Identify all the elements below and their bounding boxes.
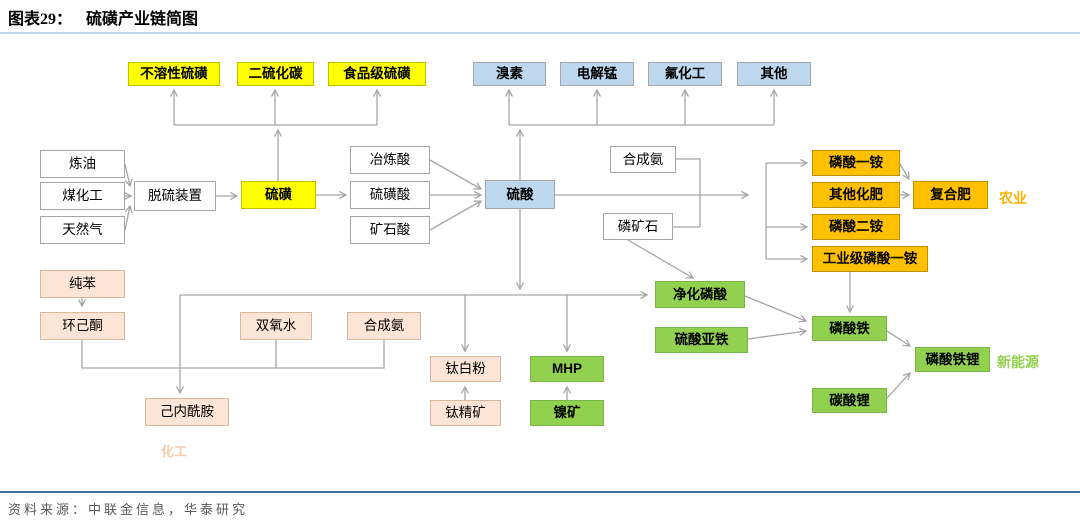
label-agriculture: 农业: [999, 190, 1027, 206]
node-caprolactam: 己内酰胺: [145, 398, 229, 426]
node-carbon-disulfide: 二硫化碳: [237, 62, 314, 86]
node-refining: 炼油: [40, 150, 125, 178]
node-coal-chem: 煤化工: [40, 182, 125, 210]
node-purified-phosphoric-acid: 净化磷酸: [655, 281, 745, 308]
node-industrial-map: 工业级磷酸一铵: [812, 246, 928, 272]
node-insoluble-sulfur: 不溶性硫磺: [128, 62, 220, 86]
label-chemical: 化工: [161, 444, 188, 459]
node-other-fertilizer: 其他化肥: [812, 182, 900, 208]
node-ti-concentrate: 钛精矿: [430, 400, 501, 426]
label-new-energy: 新能源: [997, 354, 1039, 370]
figure-title: 图表29： 硫磺产业链简图: [8, 5, 198, 29]
node-lithium-carbonate: 碳酸锂: [812, 388, 887, 413]
node-map: 磷酸一铵: [812, 150, 900, 176]
node-nat-gas: 天然气: [40, 216, 125, 244]
node-ore-acid: 矿石酸: [350, 216, 430, 244]
node-sulfuric-acid: 硫酸: [485, 180, 555, 209]
node-compound-fertilizer: 复合肥: [913, 181, 988, 209]
connectors: [77, 88, 912, 400]
node-syn-ammonia-bottom: 合成氨: [347, 312, 421, 340]
footer-divider: [0, 491, 1080, 493]
node-sulfur: 硫磺: [241, 181, 316, 209]
node-desulf-unit: 脱硫装置: [134, 181, 216, 211]
node-electrolytic-manganese: 电解锰: [560, 62, 634, 86]
node-tio2: 钛白粉: [430, 356, 501, 382]
node-phosphate-rock: 磷矿石: [603, 213, 673, 240]
node-mhp: MHP: [530, 356, 604, 382]
node-iron-phosphate: 磷酸铁: [812, 316, 887, 341]
node-food-grade-sulfur: 食品级硫磺: [328, 62, 426, 86]
node-dap: 磷酸二铵: [812, 214, 900, 240]
node-h2o2: 双氧水: [240, 312, 312, 340]
node-cyclohexanone: 环己酮: [40, 312, 125, 340]
figure-title-text: 硫磺产业链简图: [86, 11, 199, 28]
node-sulfur-based-acid: 硫磺酸: [350, 181, 430, 209]
node-syn-ammonia-top: 合成氨: [610, 146, 676, 173]
node-fluorine-chem: 氟化工: [648, 62, 722, 86]
node-smelting-acid: 冶炼酸: [350, 146, 430, 174]
node-others: 其他: [737, 62, 811, 86]
node-ferrous-sulfate: 硫酸亚铁: [655, 327, 748, 353]
source-note: 资料来源：中联金信息，华泰研究: [8, 502, 249, 517]
figure-label: 图表29：: [8, 11, 73, 28]
node-benzene: 纯苯: [40, 270, 125, 298]
node-lfp: 磷酸铁锂: [915, 347, 990, 372]
node-bromine: 溴素: [473, 62, 546, 86]
title-divider: [0, 32, 1080, 34]
node-nickel-ore: 镍矿: [530, 400, 604, 426]
